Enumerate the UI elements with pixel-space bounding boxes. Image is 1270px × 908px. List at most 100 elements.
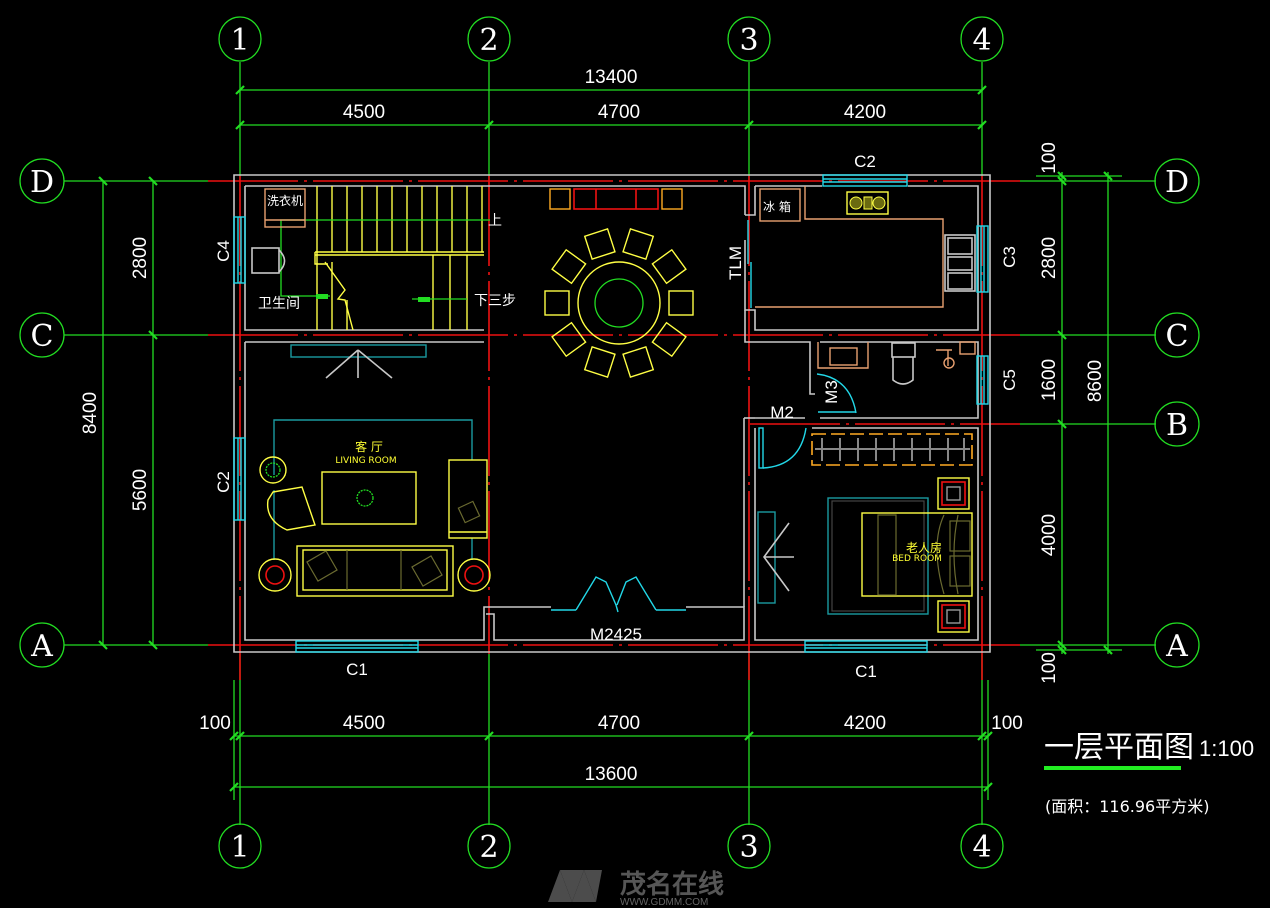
small-bathroom	[817, 341, 976, 385]
dimension-lines	[98, 85, 1113, 792]
stair-up-label: 上	[488, 213, 502, 229]
axis-bubble-1-top: 1	[218, 16, 262, 62]
label-c5: C5	[1000, 369, 1019, 391]
axis-bubble-3-top: 3	[727, 16, 771, 62]
dining-chairs	[544, 228, 694, 378]
dim-bottom-offset-right: 100	[991, 713, 1023, 734]
axis-bubble-4-top: 4	[960, 16, 1004, 62]
svg-text:3: 3	[739, 830, 758, 865]
doors	[551, 373, 857, 613]
dining-chair	[544, 290, 570, 316]
nightstand-bottom	[937, 600, 970, 633]
door-m2	[758, 427, 807, 469]
window-c3	[976, 225, 989, 293]
dining-chair	[622, 345, 655, 378]
dim-right-total: 8600	[1085, 360, 1106, 402]
label-door-m3: M3	[822, 380, 841, 404]
label-c1-left: C1	[346, 660, 368, 679]
axis-bubble-3-bottom: 3	[727, 823, 771, 869]
axis-bubble-D-right: D	[1154, 158, 1200, 204]
window-c1-left	[295, 640, 419, 653]
stove	[846, 191, 889, 215]
label-door-tlm: TLM	[726, 246, 745, 280]
svg-text:4: 4	[972, 830, 991, 865]
living-room-label-en: LIVING ROOM	[335, 456, 396, 466]
stair: 上 下三步	[280, 186, 516, 331]
dining-chair	[651, 321, 687, 358]
svg-text:D: D	[1165, 165, 1189, 200]
dim-bottom-total: 13600	[585, 764, 638, 785]
dining-chair	[622, 228, 655, 261]
dim-right-offset-bottom: 100	[1039, 652, 1060, 684]
dim-top-3: 4200	[844, 102, 886, 123]
axis-bubble-A-left: A	[19, 622, 65, 668]
dim-bottom-1: 4500	[343, 713, 385, 734]
watermark-brand: 茂名在线	[620, 869, 724, 900]
dim-bottom-offset-left: 100	[199, 713, 231, 734]
svg-text:B: B	[1166, 408, 1188, 443]
dim-right-2: 1600	[1039, 359, 1060, 401]
kitchen: 冰 箱	[755, 186, 976, 308]
window-c2-top	[822, 174, 908, 187]
axis-bubble-2-top: 2	[467, 16, 511, 62]
window-c5	[976, 355, 989, 405]
svg-text:冰 箱: 冰 箱	[763, 199, 791, 214]
living-room-label-cn: 客 厅	[355, 439, 383, 454]
door-main-m2425	[551, 576, 686, 613]
dining-chair	[583, 345, 616, 378]
axis-bubbles: 1 2 3 4 1 2 3 4 D C A D C B A	[19, 16, 1200, 869]
opening-labels: C1 C1 C2 C2 C4 C3 C5 M2425 M2 M3 TLM	[214, 152, 1019, 681]
tv-cabinet	[290, 344, 427, 379]
axis-bubble-B-right: B	[1154, 401, 1200, 447]
shower	[936, 341, 976, 369]
axis-bubble-C-left: C	[19, 312, 65, 358]
bathroom-fixtures: 洗衣机 卫生间	[251, 188, 306, 312]
nightstand-top	[937, 477, 970, 510]
dim-right-3: 4000	[1039, 514, 1060, 556]
axis-bubble-C-right: C	[1154, 312, 1200, 358]
svg-text:C: C	[1166, 319, 1189, 354]
svg-text:C: C	[31, 319, 54, 354]
dim-bottom-2: 4700	[598, 713, 640, 734]
label-c3: C3	[1000, 246, 1019, 268]
dining-chair	[551, 321, 587, 358]
axis-lines	[64, 62, 1156, 825]
living-room: 客 厅 LIVING ROOM	[258, 344, 491, 597]
label-door-m2: M2	[770, 403, 794, 422]
axis-bubble-2-bottom: 2	[467, 823, 511, 869]
bathroom-label: 卫生间	[258, 296, 300, 312]
dim-right-1: 2800	[1039, 237, 1060, 279]
watermark-logo-icon	[548, 870, 602, 902]
dining-chair	[583, 228, 616, 261]
dining-chair	[551, 248, 587, 285]
label-door-m2425: M2425	[590, 625, 642, 644]
bedroom-label-en: BED ROOM	[892, 554, 942, 564]
tv-unit-bedroom	[757, 511, 794, 604]
windows	[233, 174, 989, 653]
label-c2-left: C2	[214, 471, 233, 493]
label-c1-right: C1	[855, 662, 877, 681]
area-note: (面积：116.96平方米)	[1045, 797, 1209, 816]
drawing-scale: 1:100	[1199, 736, 1254, 761]
wardrobe	[811, 433, 973, 466]
door-tlm	[747, 220, 752, 308]
toilet	[251, 247, 286, 274]
title-underline	[1044, 766, 1181, 770]
sideboard	[549, 188, 683, 210]
dim-top-2: 4700	[598, 102, 640, 123]
axis-bubble-1-bottom: 1	[218, 823, 262, 869]
washing-machine: 洗衣机	[264, 188, 306, 228]
stair-down-label: 下三步	[474, 293, 516, 309]
dimension-text: 13400 4500 4700 4200 100 4500 4700 4200 …	[80, 67, 1106, 785]
dim-left-1: 2800	[130, 237, 151, 279]
dim-left-2: 5600	[130, 469, 151, 511]
svg-text:D: D	[30, 165, 54, 200]
svg-text:2: 2	[479, 23, 498, 58]
dim-bottom-3: 4200	[844, 713, 886, 734]
watermark: 茂名在线 WWW.GDMM.COM	[548, 869, 724, 908]
dining-chair	[668, 290, 694, 316]
axis-bubble-D-left: D	[19, 158, 65, 204]
svg-text:洗衣机: 洗衣机	[267, 193, 303, 208]
dim-top-1: 4500	[343, 102, 385, 123]
